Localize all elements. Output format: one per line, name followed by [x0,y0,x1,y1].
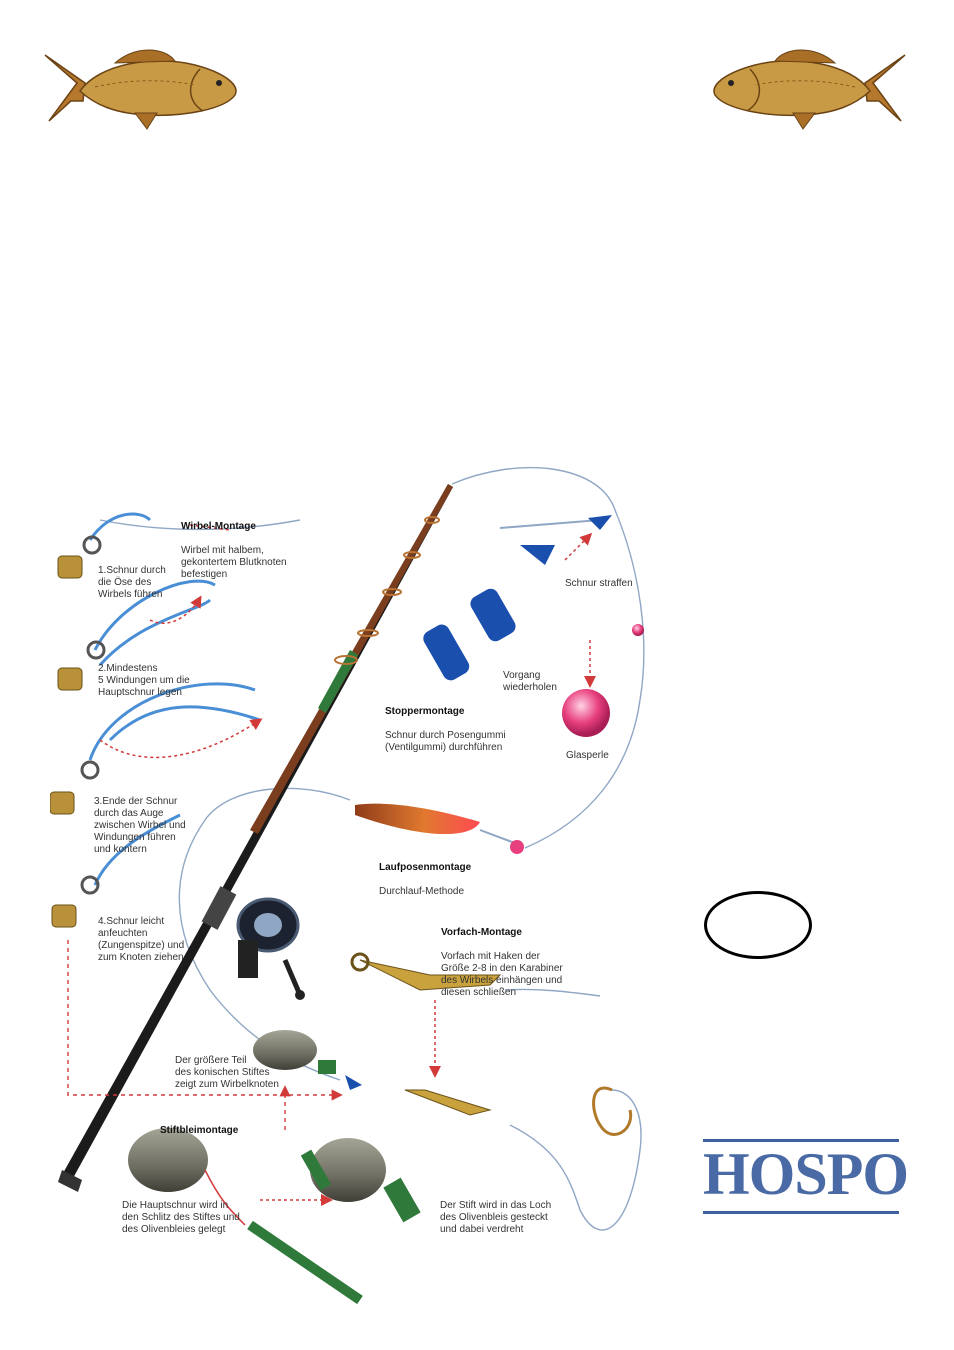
swivel-knot-steps [50,512,263,928]
leader-snap-swivel [350,952,502,1116]
conical-pin-note: Der größere Teil des konischen Stiftes z… [175,1055,279,1090]
vorfach-montage-title: Vorfach-Montage [441,927,522,938]
carp-right-illustration [713,49,906,130]
stoppermontage-desc: Schnur durch Posengummi (Ventilgummi) du… [385,730,506,753]
wirbel-step-2: 2.Mindestens 5 Windungen um die Hauptsch… [98,663,190,698]
logo-text: HOSPO [703,1141,909,1207]
stiftblei-rig [128,1128,421,1305]
logo-bottom-bar [703,1211,899,1214]
olive-lead-upper [253,1030,362,1090]
wirbel-step-4: 4.Schnur leicht anfeuchten (Zungenspitze… [98,916,185,963]
laufposenmontage-desc: Durchlauf-Methode [379,886,465,897]
carp-left-illustration [44,49,237,130]
empty-oval [704,891,812,959]
stopper-tighten-label: Schnur straffen [565,578,633,589]
wirbel-montage-label: Wirbel-Montage Wirbel mit halbem, gekont… [181,509,301,581]
stiftblei-right-note: Der Stift wird in das Loch des Olivenble… [440,1200,552,1235]
laufposenmontage-title: Laufposenmontage [379,862,472,873]
stiftbleimontage-title-text: Stiftbleimontage [160,1125,239,1136]
vorfach-montage-desc: Vorfach mit Haken der Größe 2-8 in den K… [441,951,563,998]
logo-top-bar [703,1139,899,1142]
stopper-rig [423,515,644,737]
laufposenmontage-label: Laufposenmontage Durchlauf-Methode [379,850,499,898]
hospo-logo: HOSPO [703,1139,909,1215]
sliding-float [355,803,524,854]
stopper-repeat-label: Vorgang wiederholen [503,670,557,693]
stoppermontage-label: Stoppermontage Schnur durch Posengummi (… [385,694,525,754]
wirbel-montage-desc: Wirbel mit halbem, gekontertem Blutknote… [181,545,287,580]
vorfach-montage-label: Vorfach-Montage Vorfach mit Haken der Gr… [441,915,581,999]
stiftblei-left-note: Die Hauptschnur wird in den Schlitz des … [122,1200,240,1235]
wirbel-montage-title: Wirbel-Montage [181,521,256,532]
stoppermontage-title: Stoppermontage [385,706,465,717]
rigging-illustration [50,466,645,1305]
wirbel-step-1: 1.Schnur durch die Öse des Wirbels führe… [98,565,166,600]
glass-bead-label: Glasperle [566,750,609,761]
fish-hook [592,1086,633,1136]
stiftbleimontage-title: Stiftbleimontage [160,1113,260,1149]
spinning-reel [236,897,305,1000]
wirbel-step-3: 3.Ende der Schnur durch das Auge zwische… [94,796,186,855]
fishing-rod [58,484,453,1192]
